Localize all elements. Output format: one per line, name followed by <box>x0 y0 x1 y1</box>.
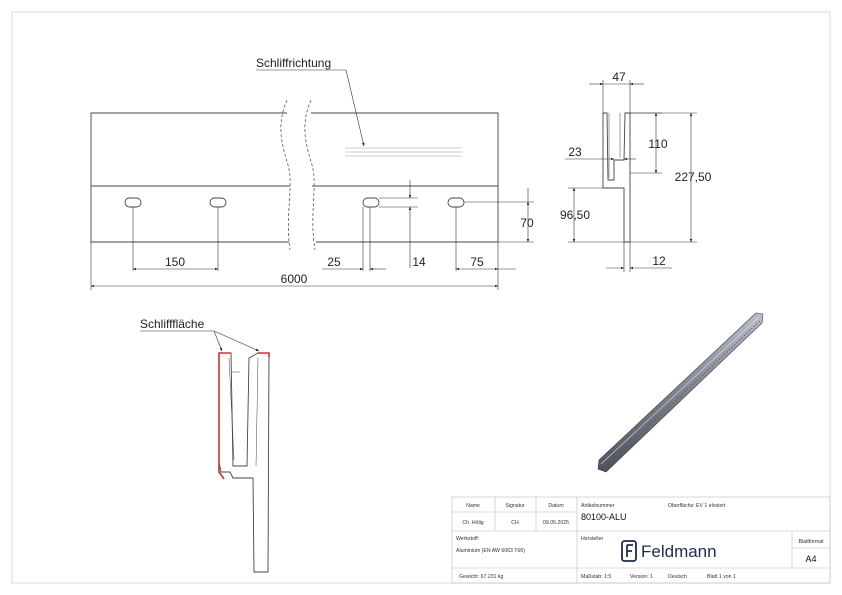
manufacturer-label: Hersteller <box>581 536 603 542</box>
section-view-dimension-texts: 47 23 110 227,50 96,50 12 <box>560 70 712 268</box>
brand-name: Feldmann <box>641 542 717 561</box>
front-view-dimension-texts: Schliffrichtung 150 25 14 75 70 6000 <box>165 56 534 286</box>
surface-leader-1 <box>213 330 223 352</box>
drawn-date: 09.05.2025 <box>543 520 569 526</box>
dim-text-6000: 6000 <box>281 272 308 286</box>
detail-section-view <box>140 330 270 573</box>
break-line-left <box>280 99 291 251</box>
article-number: 80100-ALU <box>581 512 627 522</box>
dim-text-14: 14 <box>412 255 426 269</box>
title-block <box>451 496 831 584</box>
dim-text-23: 23 <box>568 145 582 159</box>
version: Version: 1 <box>630 574 653 580</box>
profile-right-segment <box>311 112 499 243</box>
ground-surface-left <box>218 352 231 480</box>
detail-profile <box>218 352 270 573</box>
dim-text-150: 150 <box>165 255 185 269</box>
drawn-by-signature: CH <box>511 520 519 526</box>
sheet-format-label: Blattformat <box>798 539 824 545</box>
isometric-view <box>597 312 764 473</box>
slot-hole-3 <box>362 197 380 208</box>
dim-text-70: 70 <box>520 216 534 230</box>
dim-text-12: 12 <box>652 254 666 268</box>
isometric-rod <box>597 312 764 473</box>
language: Deutsch <box>668 574 687 580</box>
sheet-format-value: A4 <box>805 554 816 564</box>
article-number-label: Artikelnummer <box>581 503 615 509</box>
dim-text-96: 96,50 <box>560 208 590 222</box>
direction-leader <box>345 69 365 147</box>
scale: Maßstab: 1:5 <box>581 574 611 580</box>
header-date: Datum <box>548 503 563 509</box>
dim-text-47: 47 <box>612 70 626 84</box>
front-view <box>90 99 499 251</box>
title-block-texts: Name Signatur Datum Ch. Hölig CH 09.05.2… <box>456 503 824 580</box>
material-label: Werkstoff: <box>456 536 479 542</box>
header-signature: Signatur <box>505 503 525 509</box>
surface-finish-value: EV 1 eloxiert <box>696 503 726 509</box>
surface-label: Schlifffläche <box>140 317 205 331</box>
dim-text-25: 25 <box>327 255 341 269</box>
slot-hole-2 <box>209 197 227 208</box>
feldmann-logo-icon <box>621 540 637 562</box>
material-value: Aluminium (EN AW 6063 T66) <box>456 548 525 554</box>
sheet-border <box>11 11 831 584</box>
drawn-by-name: Ch. Hölig <box>462 520 483 526</box>
dim-text-110: 110 <box>648 137 667 151</box>
sheet-number: Blatt 1 von 1 <box>707 574 736 580</box>
ground-surface-top-right <box>258 352 270 357</box>
section-view <box>602 112 631 243</box>
direction-label: Schliffrichtung <box>256 56 331 70</box>
profile-left-segment <box>90 112 289 243</box>
surface-finish-label: Oberfläche: <box>668 503 695 509</box>
slot-hole-1 <box>124 197 142 208</box>
feldmann-logo: Feldmann <box>621 540 717 562</box>
surface-leader-2 <box>213 330 260 352</box>
section-view-dimensions <box>565 80 697 272</box>
dim-text-75: 75 <box>470 255 484 269</box>
dim-text-227: 227,50 <box>675 170 712 184</box>
weight: Gewicht: 67.231 kg <box>459 574 504 580</box>
section-profile <box>602 112 631 243</box>
front-view-dimensions <box>90 69 534 290</box>
slot-hole-4 <box>447 197 465 208</box>
break-line-right <box>304 99 316 251</box>
header-name: Name <box>466 503 480 509</box>
